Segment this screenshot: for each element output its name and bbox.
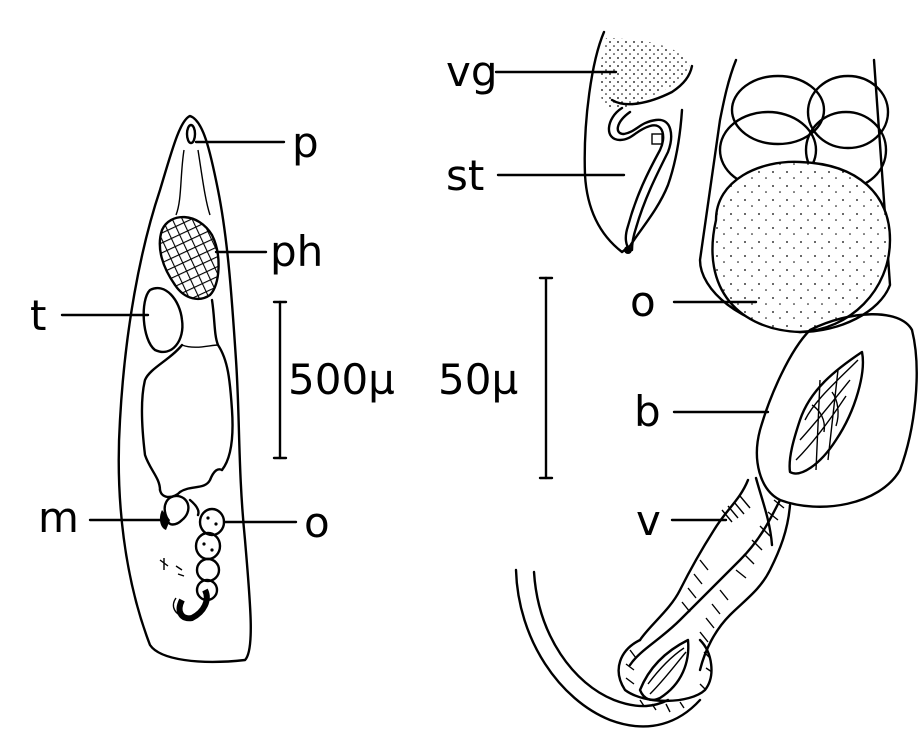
left-specimen: p ph t m o xyxy=(30,114,330,664)
label-st: st xyxy=(446,151,484,200)
body-wall-curve xyxy=(514,568,702,728)
pharynx-ph xyxy=(158,215,220,301)
vagina-duct-v xyxy=(628,476,792,672)
bursa-b xyxy=(755,313,918,508)
lower-duct-swelling xyxy=(617,638,713,713)
scale-label-50: 50µ xyxy=(438,355,518,404)
label-m: m xyxy=(38,493,79,542)
label-v: v xyxy=(636,496,661,545)
label-t: t xyxy=(30,291,46,340)
male-organ-m xyxy=(163,494,190,526)
label-vg: vg xyxy=(446,47,498,96)
testis-t xyxy=(142,286,184,354)
label-o-left: o xyxy=(304,498,330,547)
worm-body-outline xyxy=(117,114,252,664)
ovary-chain-o xyxy=(194,507,226,602)
label-o-right: o xyxy=(630,277,656,326)
label-ph: ph xyxy=(270,227,323,276)
label-p: p xyxy=(292,118,319,167)
scale-bar-500: 500µ xyxy=(272,300,395,460)
eggs-stack-o xyxy=(698,58,892,334)
male-apparatus-fragment xyxy=(583,30,694,254)
label-b: b xyxy=(634,387,661,436)
pore-p xyxy=(185,123,197,145)
right-specimen: vg st o b v xyxy=(446,30,918,728)
scale-bar-50: 50µ xyxy=(438,276,554,480)
scale-label-500: 500µ xyxy=(288,355,395,404)
